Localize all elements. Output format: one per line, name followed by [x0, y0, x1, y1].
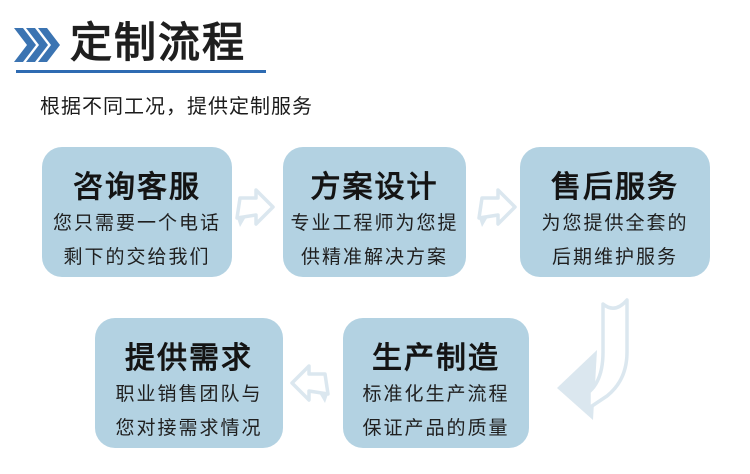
flow-step-desc-line: 职业销售团队与	[115, 383, 263, 405]
section-subtitle: 根据不同工况，提供定制服务	[40, 96, 313, 118]
title-underline	[16, 70, 266, 73]
flow-step-desc-line: 专业工程师为您提	[290, 212, 459, 234]
section-title: 定制流程	[70, 19, 247, 66]
flow-step-produce: 生产制造 标准化生产流程 保证产品的质量	[343, 318, 529, 448]
flow-step-desc-line: 保证产品的质量	[362, 417, 510, 439]
arrow-curve-down-left-icon	[557, 298, 629, 420]
flow-step-desc-line: 为您提供全套的	[541, 212, 689, 234]
flow-step-desc-line: 剩下的交给我们	[63, 246, 211, 268]
arrow-right-icon	[477, 188, 517, 227]
flow-step-consult: 咨询客服 您只需要一个电话 剩下的交给我们	[42, 147, 232, 277]
flow-step-title: 生产制造	[372, 342, 500, 375]
arrow-right-icon	[235, 188, 275, 227]
flow-step-desc-line: 您对接需求情况	[115, 417, 263, 439]
arrow-left-icon	[290, 364, 330, 403]
flow-step-aftersale: 售后服务 为您提供全套的 后期维护服务	[520, 147, 710, 277]
flow-step-design: 方案设计 专业工程师为您提 供精准解决方案	[283, 147, 466, 277]
flow-step-title: 售后服务	[551, 171, 679, 204]
flow-step-desc-line: 您只需要一个电话	[52, 212, 221, 234]
flow-step-title: 方案设计	[310, 171, 439, 204]
flow-step-title: 提供需求	[125, 342, 253, 375]
flow-step-demand: 提供需求 职业销售团队与 您对接需求情况	[95, 318, 283, 448]
flow-step-desc-line: 标准化生产流程	[362, 383, 510, 405]
flow-step-desc-line: 后期维护服务	[551, 246, 678, 268]
flow-step-desc-line: 供精准解决方案	[300, 246, 448, 268]
triple-chevron-right-icon	[14, 28, 60, 62]
flow-step-title: 咨询客服	[73, 171, 201, 204]
